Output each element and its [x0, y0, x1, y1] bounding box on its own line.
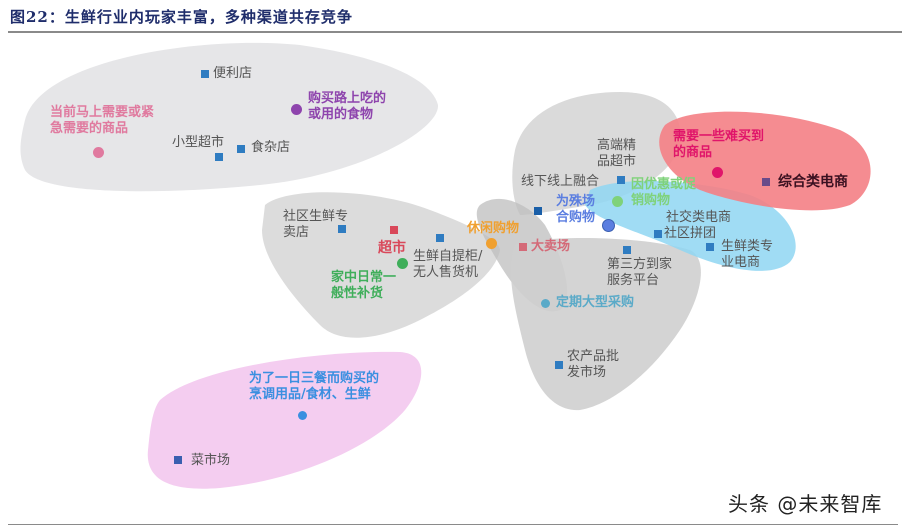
store-marker: [215, 153, 223, 161]
store-marker: [654, 230, 662, 238]
store-wet-market: 菜市场: [191, 453, 231, 468]
store-marker: [201, 70, 209, 78]
store-general-ecommerce: 综合类电商: [778, 174, 848, 190]
store-fresh-locker: 生鲜自提柜/ 无人售货机: [413, 249, 483, 280]
title-divider: [8, 31, 902, 33]
figure-title: 图22：生鲜行业内玩家丰富，多种渠道共存竞争: [10, 8, 353, 26]
store-community-fresh: 社区生鲜专 卖店: [283, 209, 349, 240]
need-three-meals: 为了一日三餐而购买的 烹调用品/食材、生鲜: [249, 371, 380, 402]
daily-meal-region: [147, 351, 422, 489]
need-daily-restock: 家中日常一 般性补货: [331, 270, 397, 301]
store-community-group: 社区拼团: [664, 226, 717, 241]
store-marker: [534, 207, 542, 215]
store-marker: [174, 456, 182, 464]
store-online-offline: 线下线上融合: [521, 174, 600, 189]
store-marker: [555, 361, 563, 369]
store-third-party: 第三方到家 服务平台: [607, 257, 673, 288]
ecommerce-region: [659, 111, 871, 211]
store-small-supermarket: 小型超市: [172, 135, 225, 150]
store-marker: [706, 243, 714, 251]
store-premium-supermarket: 高端精 品超市: [597, 138, 637, 169]
store-marker: [762, 178, 770, 186]
store-grocery: 食杂店: [251, 140, 291, 155]
store-wholesale-market: 农产品批 发市场: [567, 349, 620, 380]
need-marker: [93, 147, 104, 158]
store-marker: [390, 226, 398, 234]
need-hard-to-buy: 需要一些难买到 的商品: [673, 129, 765, 160]
store-supermarket: 超市: [378, 240, 406, 256]
need-special-occasion: 为殊场 合购物: [556, 194, 596, 225]
need-marker: [602, 219, 615, 232]
need-marker: [486, 238, 497, 249]
need-bulk: 定期大型采购: [556, 295, 635, 310]
store-social-ecommerce: 社交类电商: [666, 210, 732, 225]
store-fresh-ecommerce: 生鲜类专 业电商: [721, 239, 774, 270]
store-convenience: 便利店: [213, 66, 253, 81]
need-marker: [298, 411, 307, 420]
need-urgent: 当前马上需要或紧 急需要的商品: [50, 105, 155, 136]
store-marker: [338, 225, 346, 233]
need-marker: [612, 196, 623, 207]
store-marker: [617, 176, 625, 184]
bottom-divider: [8, 524, 898, 525]
social-ecommerce-region: [585, 180, 796, 271]
store-marker: [436, 234, 444, 242]
need-marker: [397, 258, 408, 269]
store-marker: [623, 246, 631, 254]
need-marker: [541, 299, 550, 308]
need-marker: [712, 167, 723, 178]
store-hypermarket: 大卖场: [531, 239, 571, 254]
convenience-region: [20, 42, 439, 192]
watermark: 头条 @未来智库: [728, 492, 883, 516]
need-promotion: 因优惠或促 销购物: [631, 177, 697, 208]
wholesale-region: [510, 238, 701, 411]
store-marker: [237, 145, 245, 153]
community-region: [262, 192, 500, 338]
store-marker: [519, 243, 527, 251]
need-marker: [291, 104, 302, 115]
need-leisure: 休闲购物: [467, 221, 520, 236]
need-on-the-way: 购买路上吃的 或用的食物: [308, 91, 387, 122]
